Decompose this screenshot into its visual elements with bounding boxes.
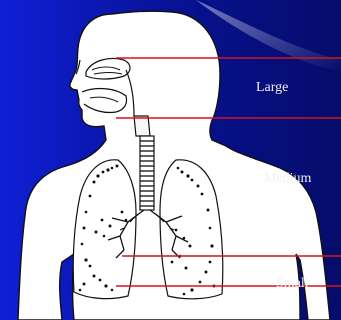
larynx (134, 116, 150, 136)
trachea (140, 136, 154, 210)
label-large: Large (256, 80, 288, 96)
label-medium: Medium (264, 171, 311, 187)
label-small: Small (276, 276, 309, 292)
